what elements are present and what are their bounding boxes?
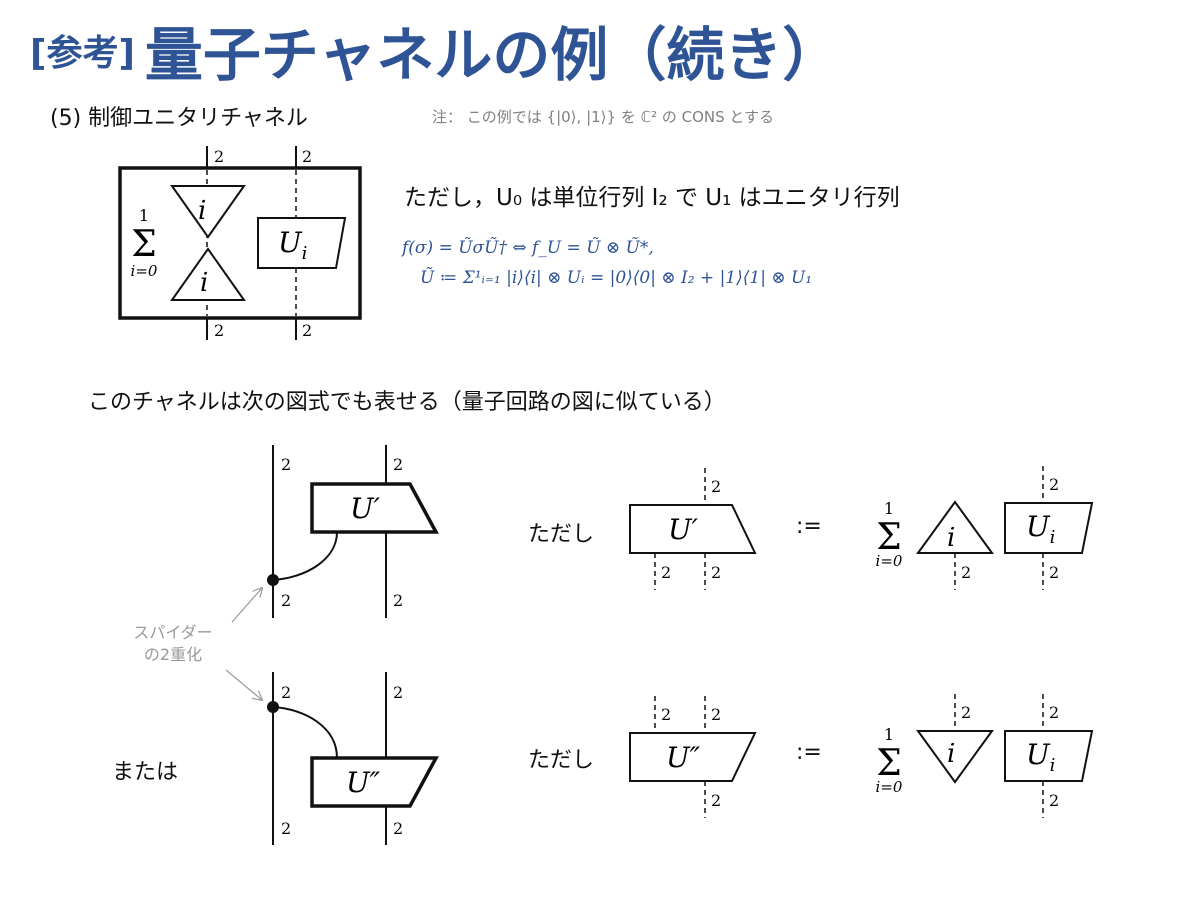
dim-label: 2 [281, 591, 291, 610]
udprime-def-box [629, 732, 757, 782]
definition-uprime: U′ 2 2 2 1 Σ i=0 i 2 Ui 2 2 [629, 466, 1094, 590]
ui-label-sub: i [1050, 755, 1056, 776]
dim-label: 2 [961, 703, 971, 722]
uprime-label: U′ [350, 492, 381, 525]
dim-label: 2 [711, 705, 721, 724]
control-arc [272, 531, 338, 581]
spider-dot [267, 574, 279, 586]
unitary-caption: ただし，U₀ は単位行列 I₂ で U₁ はユニタリ行列 [404, 185, 900, 211]
sum-symbol: Σ [876, 743, 901, 784]
dim-label: 2 [1049, 475, 1059, 494]
sum-symbol-upper: Σ [131, 224, 156, 265]
dim-label: 2 [302, 321, 312, 340]
where-label-bottom: ただし [528, 748, 595, 773]
annotation-arrow-bottom [225, 669, 262, 700]
udprime-def-label: U″ [666, 741, 701, 774]
dim-label: 2 [711, 477, 721, 496]
ui-label-main: U [1026, 738, 1051, 771]
dim-label: 2 [711, 563, 721, 582]
uprime-def-box [629, 504, 757, 554]
channel-box [118, 166, 362, 320]
unitary-box-ui [257, 217, 347, 269]
dim-label: 2 [281, 455, 291, 474]
title-main: 量子チャネルの例（続き） [144, 21, 841, 89]
circuit-sentence: このチャネルは次の図式でも表せる（量子回路の図に似ている） [88, 390, 726, 415]
dim-label: 2 [393, 683, 403, 702]
sum-bottom-upper: i=0 [131, 262, 158, 280]
title-prefix: [参考] [30, 33, 135, 74]
define-symbol-top: := [796, 514, 822, 539]
dim-label: 2 [661, 563, 671, 582]
cons-note: 注： この例では {|0⟩, |1⟩} を ℂ² の CONS とする [432, 108, 774, 126]
effect-label-i: i [198, 196, 206, 226]
dim-label: 2 [393, 455, 403, 474]
state-label-i: i [200, 268, 208, 298]
udprime-box [310, 756, 439, 808]
spider-annotation: スパイダー の2重化 [108, 622, 238, 666]
ui-label: Ui [278, 226, 307, 264]
sum-top-upper: 1 [139, 206, 149, 225]
spider-annotation-line-1: スパイダー [133, 623, 213, 642]
circuit-udprime: U″ 2 2 2 2 [267, 672, 439, 845]
state-triangle-i [170, 247, 246, 301]
where-label-top: ただし [528, 522, 595, 547]
ui-label-sub: i [302, 243, 308, 264]
control-arc [272, 706, 338, 759]
dim-label: 2 [393, 591, 403, 610]
dim-label: 2 [961, 563, 971, 582]
uprime-box [310, 482, 439, 534]
controlled-unitary-diagram: i i Ui 1 Σ i=0 2 2 2 2 [118, 146, 362, 340]
dim-label: 2 [1049, 563, 1059, 582]
define-symbol-bottom: := [796, 740, 822, 765]
dim-label: 2 [661, 705, 671, 724]
dim-label: 2 [214, 321, 224, 340]
formula-line-2: Ũ ≔ Σ¹ᵢ₌₁ |i⟩⟨i| ⊗ Uᵢ = |0⟩⟨0| ⊗ I₂ + |1… [420, 268, 813, 288]
uprime-def-label: U′ [668, 513, 699, 546]
sum-top: 1 [884, 499, 894, 518]
ui-label: Ui [1026, 510, 1055, 548]
ui-label-main: U [278, 226, 303, 259]
dim-label: 2 [711, 791, 721, 810]
effect-triangle-i [170, 185, 246, 239]
sum-bottom: i=0 [876, 552, 903, 570]
ui-def-box [1004, 502, 1094, 554]
circuit-uprime: U′ 2 2 2 2 [267, 445, 439, 618]
state-label-i: i [947, 523, 955, 553]
sum-bottom: i=0 [876, 778, 903, 796]
udprime-label: U″ [346, 766, 381, 799]
annotation-arrow-top [231, 588, 262, 623]
ui-def-box [1004, 730, 1094, 782]
dim-label: 2 [1049, 791, 1059, 810]
ui-label-sub: i [1050, 527, 1056, 548]
section-label: (5) 制御ユニタリチャネル [50, 106, 308, 131]
or-label: または [112, 760, 179, 785]
dim-label: 2 [1049, 703, 1059, 722]
page-title: [参考]量子チャネルの例（続き） [30, 8, 841, 89]
ui-label: Ui [1026, 738, 1055, 776]
spider-dot [267, 701, 279, 713]
dim-label: 2 [281, 683, 291, 702]
dim-label: 2 [302, 147, 312, 166]
sum-symbol: Σ [876, 517, 901, 558]
ui-label-main: U [1026, 510, 1051, 543]
effect-label-i: i [947, 739, 955, 769]
dim-label: 2 [393, 819, 403, 838]
sum-top: 1 [884, 725, 894, 744]
definition-udprime: U″ 2 2 2 1 Σ i=0 i 2 Ui 2 2 [629, 694, 1094, 818]
dim-label: 2 [214, 147, 224, 166]
formula-line-1: f(σ) = ŨσŨ† ⇔ f_U = Ũ ⊗ Ũ*, [402, 238, 654, 258]
dim-label: 2 [281, 819, 291, 838]
spider-annotation-line-2: の2重化 [143, 645, 203, 664]
